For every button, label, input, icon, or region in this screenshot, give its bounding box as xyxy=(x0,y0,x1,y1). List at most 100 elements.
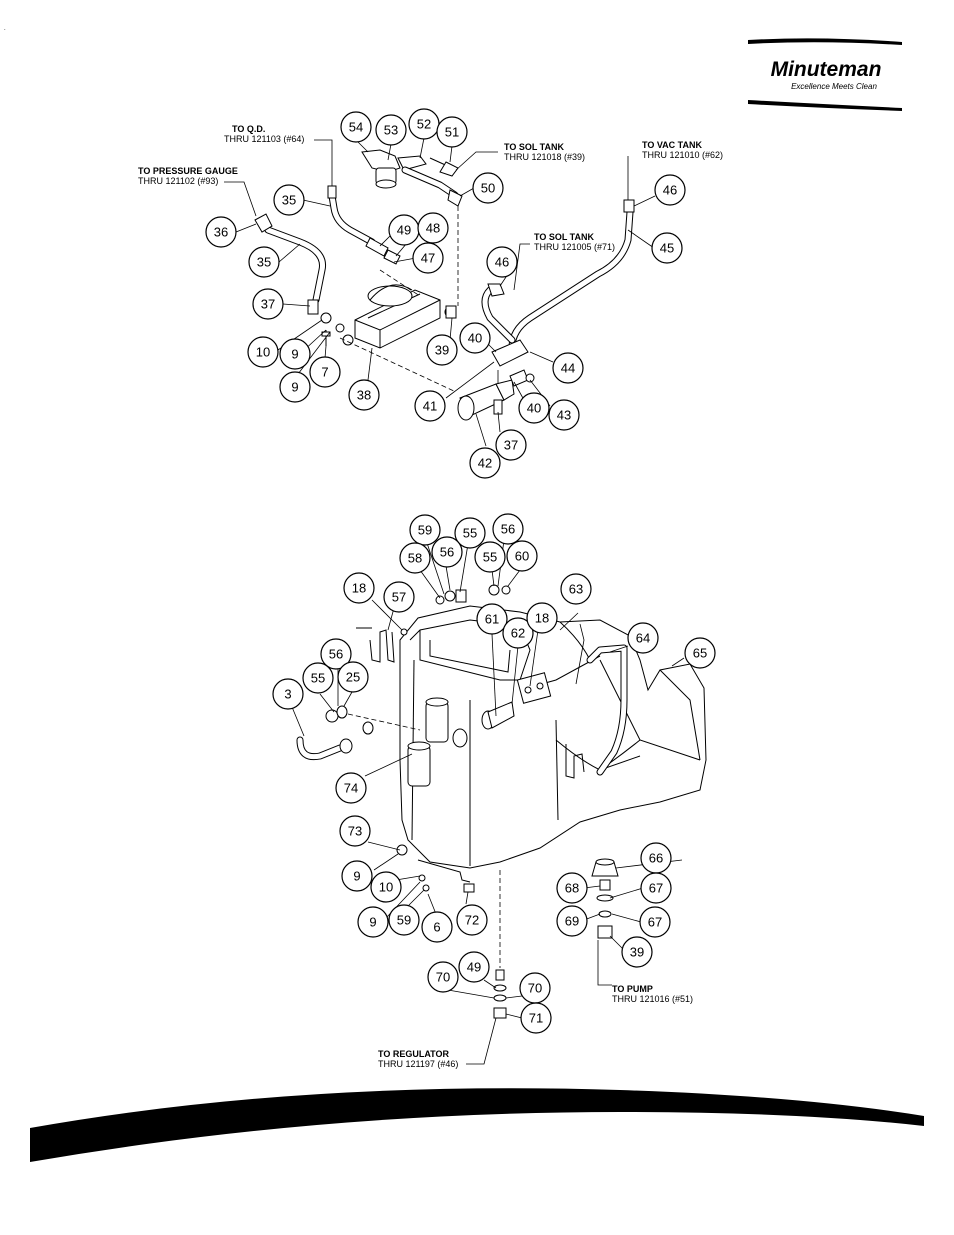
callout-47: 47 xyxy=(412,242,444,274)
callout-7: 7 xyxy=(309,356,341,388)
callout-44: 44 xyxy=(552,352,584,384)
callout-65: 65 xyxy=(684,637,716,669)
svg-text:67: 67 xyxy=(648,915,662,930)
callout-41: 41 xyxy=(414,390,446,422)
svg-text:59: 59 xyxy=(397,913,411,928)
callout-45: 45 xyxy=(651,232,683,264)
callout-55-left: 55 xyxy=(302,662,334,694)
svg-text:37: 37 xyxy=(504,438,518,453)
ref-line2: THRU 121018 (#39) xyxy=(504,152,585,162)
svg-text:62: 62 xyxy=(511,626,525,641)
callout-62: 62 xyxy=(502,617,534,649)
ref-line2: THRU 121016 (#51) xyxy=(612,994,693,1004)
callout-46-right: 46 xyxy=(654,174,686,206)
svg-text:53: 53 xyxy=(384,123,398,138)
ref-to-sol-tank-1: TO SOL TANK THRU 121018 (#39) xyxy=(504,142,585,162)
callout-39-lower: 39 xyxy=(621,936,653,968)
callout-18-right: 18 xyxy=(526,602,558,634)
svg-text:61: 61 xyxy=(485,612,499,627)
callout-37-upper: 37 xyxy=(252,288,284,320)
brand-name: Minuteman xyxy=(771,58,882,81)
callout-61: 61 xyxy=(476,603,508,635)
callout-10-upper: 10 xyxy=(247,336,279,368)
ref-line1: TO SOL TANK xyxy=(504,142,565,152)
callout-67-upper: 67 xyxy=(640,872,672,904)
ref-line2: THRU 121197 (#46) xyxy=(378,1059,458,1069)
ref-line1: TO VAC TANK xyxy=(642,140,702,150)
callout-3: 3 xyxy=(272,678,304,710)
svg-text:46: 46 xyxy=(663,183,677,198)
callout-68: 68 xyxy=(556,872,588,904)
svg-text:55: 55 xyxy=(463,526,477,541)
svg-text:40: 40 xyxy=(527,401,541,416)
svg-text:60: 60 xyxy=(515,549,529,564)
ref-to-pump: TO PUMP THRU 121016 (#51) xyxy=(612,984,693,1004)
svg-text:57: 57 xyxy=(392,590,406,605)
callout-46-left: 46 xyxy=(486,246,518,278)
ref-to-regulator: TO REGULATOR THRU 121197 (#46) xyxy=(378,1049,458,1069)
svg-text:70: 70 xyxy=(528,981,542,996)
callout-9-lower-a: 9 xyxy=(341,860,373,892)
ref-line1: TO REGULATOR xyxy=(378,1049,450,1059)
svg-text:9: 9 xyxy=(291,380,298,395)
callout-49-upper: 49 xyxy=(388,214,420,246)
callout-72: 72 xyxy=(456,904,488,936)
callout-55-top: 55 xyxy=(454,517,486,549)
callout-56-left: 56 xyxy=(320,638,352,670)
leader-lines xyxy=(224,137,685,1065)
callout-50: 50 xyxy=(472,172,504,204)
callout-9-upper-b: 9 xyxy=(279,371,311,403)
svg-text:42: 42 xyxy=(478,456,492,471)
svg-text:59: 59 xyxy=(418,523,432,538)
callout-71: 71 xyxy=(520,1002,552,1034)
callout-40-upper: 40 xyxy=(459,322,491,354)
callout-58: 58 xyxy=(399,542,431,574)
svg-text:50: 50 xyxy=(481,181,495,196)
callout-74: 74 xyxy=(335,772,367,804)
svg-text:37: 37 xyxy=(261,297,275,312)
svg-text:44: 44 xyxy=(561,361,575,376)
ref-line1: TO PRESSURE GAUGE xyxy=(138,166,238,176)
svg-text:55: 55 xyxy=(483,550,497,565)
callout-55-top-right: 55 xyxy=(474,541,506,573)
svg-text:18: 18 xyxy=(535,611,549,626)
callout-52: 52 xyxy=(408,108,440,140)
callout-10-lower: 10 xyxy=(370,871,402,903)
callout-9-upper-a: 9 xyxy=(279,338,311,370)
svg-text:46: 46 xyxy=(495,255,509,270)
brand-logo: Minuteman Excellence Meets Clean xyxy=(748,38,902,111)
upper-assembly-drawing xyxy=(254,149,635,421)
callout-53: 53 xyxy=(375,114,407,146)
svg-text:10: 10 xyxy=(256,345,270,360)
svg-text:38: 38 xyxy=(357,388,371,403)
callout-42: 42 xyxy=(469,447,501,479)
ref-line1: TO SOL TANK xyxy=(534,232,595,242)
svg-text:18: 18 xyxy=(352,581,366,596)
svg-text:72: 72 xyxy=(465,913,479,928)
callout-63: 63 xyxy=(560,573,592,605)
brand-tagline: Excellence Meets Clean xyxy=(791,82,877,91)
callout-66: 66 xyxy=(640,842,672,874)
callout-25: 25 xyxy=(337,661,369,693)
callout-6: 6 xyxy=(421,911,453,943)
svg-text:3: 3 xyxy=(284,687,291,702)
svg-text:40: 40 xyxy=(468,331,482,346)
svg-text:48: 48 xyxy=(426,221,440,236)
svg-text:9: 9 xyxy=(369,915,376,930)
callout-39-upper: 39 xyxy=(426,334,458,366)
callout-67-lower: 67 xyxy=(639,906,671,938)
ref-to-sol-tank-2: TO SOL TANK THRU 121005 (#71) xyxy=(534,232,615,252)
callout-57: 57 xyxy=(383,581,415,613)
svg-text:43: 43 xyxy=(557,408,571,423)
svg-text:9: 9 xyxy=(291,347,298,362)
callout-43: 43 xyxy=(548,399,580,431)
svg-text:25: 25 xyxy=(346,670,360,685)
svg-text:41: 41 xyxy=(423,399,437,414)
callout-73: 73 xyxy=(339,815,371,847)
svg-text:49: 49 xyxy=(467,960,481,975)
ref-to-vac-tank: TO VAC TANK THRU 121010 (#62) xyxy=(642,140,723,160)
svg-text:69: 69 xyxy=(565,914,579,929)
svg-text:55: 55 xyxy=(311,671,325,686)
ref-to-pressure-gauge: TO PRESSURE GAUGE THRU 121102 (#93) xyxy=(138,166,238,186)
